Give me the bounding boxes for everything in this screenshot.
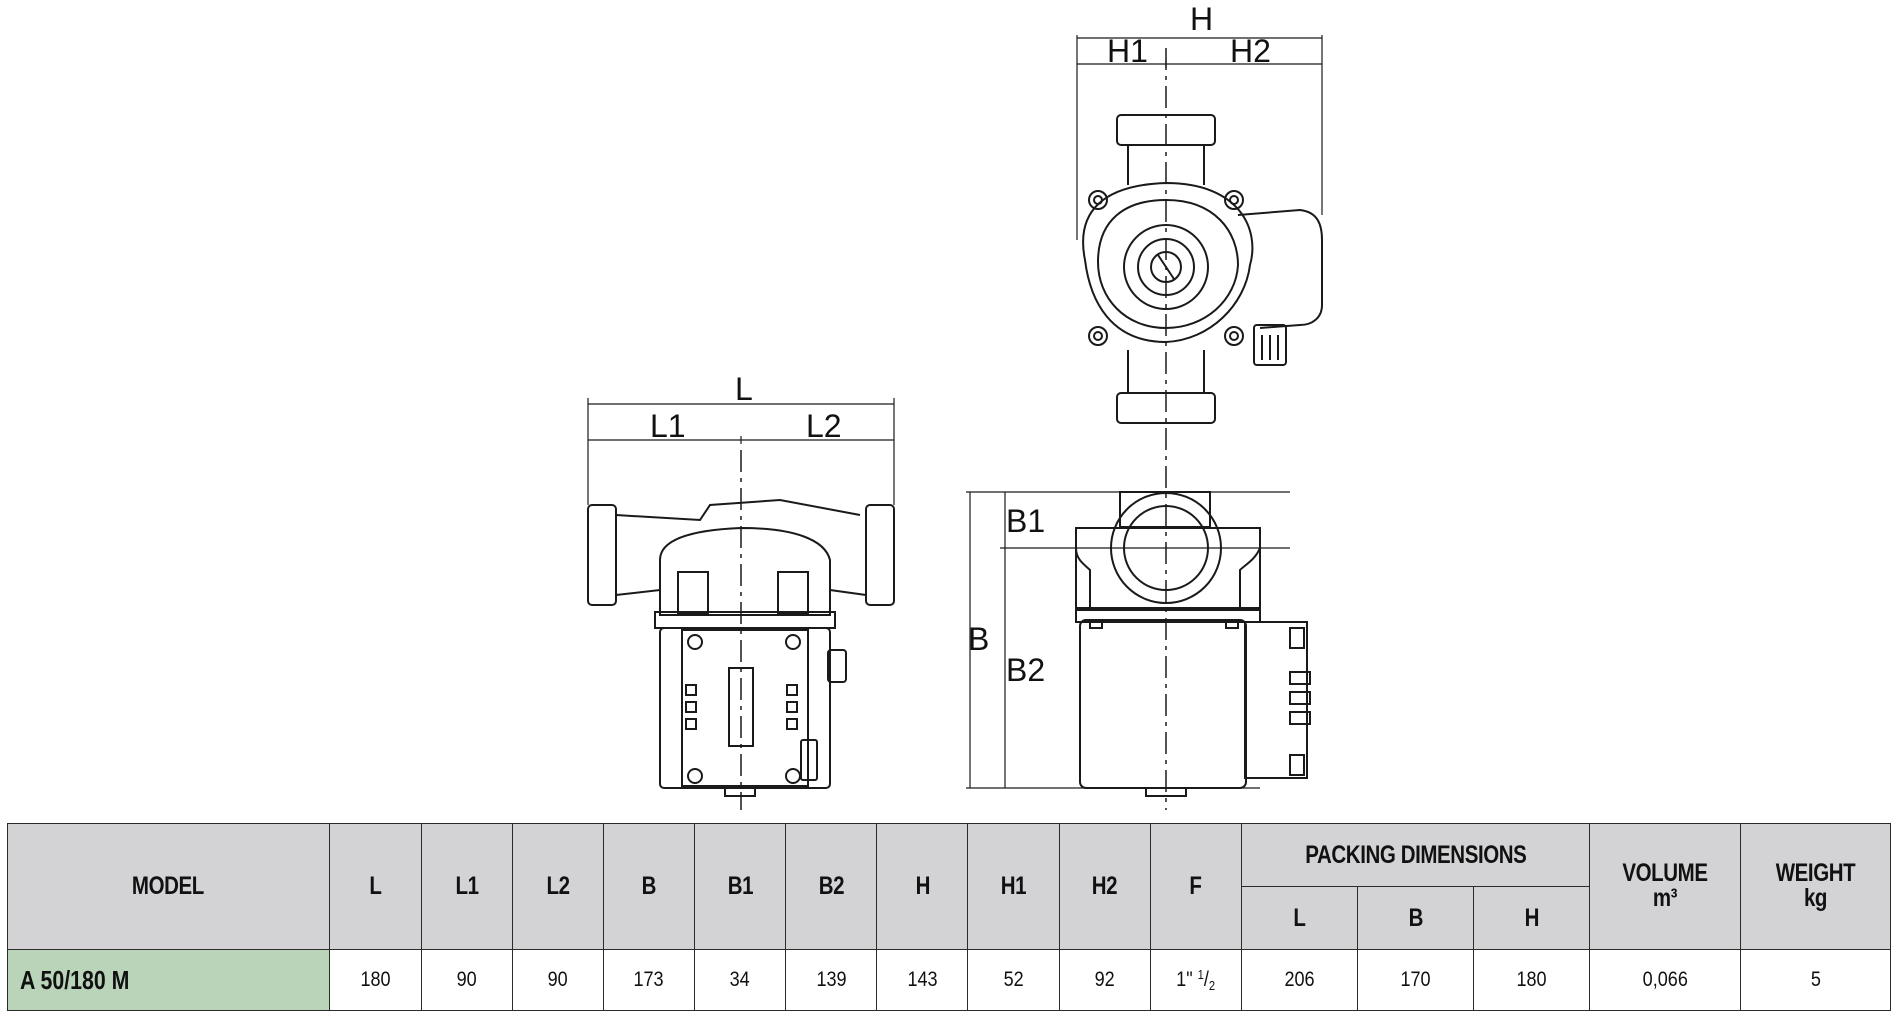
cell-F-numerator: 1 [1197,967,1205,982]
table-row: A 50/180 M 180 90 90 173 34 139 143 52 9… [7,949,1892,1011]
cell-L1: 90 [420,949,513,1011]
cell-B2: 139 [785,949,878,1011]
cell-F-whole: 1" [1176,968,1193,991]
header-H1: H1 [967,823,1060,950]
header-packing-dimensions: PACKING DIMENSIONS [1240,823,1591,887]
cell-pack-B: 170 [1357,949,1475,1011]
header-weight-unit: kg [1803,883,1828,912]
dim-label-B2: B2 [1006,652,1045,688]
cell-pack-H: 180 [1473,949,1591,1011]
dim-label-B: B [968,621,989,657]
cell-H2: 92 [1058,949,1151,1011]
header-weight-label: WEIGHT [1775,858,1856,887]
header-volume-unit: m³ [1652,883,1678,912]
header-L: L [328,823,422,950]
side-view [587,398,895,810]
header-H2: H2 [1058,823,1151,950]
top-view [1076,35,1323,810]
dim-label-H: H [1190,1,1213,37]
header-B1: B1 [694,823,787,950]
cell-F-denominator: 2 [1209,978,1216,993]
cell-B1: 34 [694,949,787,1011]
header-F: F [1149,823,1242,950]
pump-technical-drawing: H H1 H2 L L1 L2 B B1 B2 [587,1,1323,810]
dim-label-H2: H2 [1230,33,1271,69]
cell-H: 143 [876,949,969,1011]
header-pack-H: H [1473,886,1591,950]
cell-volume: 0,066 [1589,949,1741,1011]
dim-label-L: L [735,371,753,407]
dim-label-L1: L1 [650,408,686,444]
header-B2: B2 [785,823,878,950]
dim-label-L2: L2 [806,408,842,444]
cell-model: A 50/180 M [7,949,330,1011]
cell-weight: 5 [1739,949,1892,1011]
cell-B: 173 [602,949,696,1011]
header-pack-B: B [1357,886,1475,950]
cell-L: 180 [328,949,422,1011]
dim-label-H1: H1 [1107,33,1148,69]
front-view [966,491,1311,797]
header-pack-L: L [1240,886,1359,950]
header-L1: L1 [420,823,513,950]
header-model: MODEL [7,823,330,950]
header-weight: WEIGHT kg [1739,823,1892,950]
header-H: H [876,823,969,950]
cell-pack-L: 206 [1240,949,1359,1011]
header-B: B [602,823,696,950]
dimensions-table: MODEL L L1 L2 B B1 B2 H H1 H2 F PACKING … [7,823,1892,1011]
cell-L2: 90 [511,949,604,1011]
header-volume: VOLUME m³ [1589,823,1741,950]
cell-F: 1" 1/2 [1149,949,1242,1011]
header-volume-label: VOLUME [1622,858,1708,887]
header-L2: L2 [511,823,604,950]
dim-label-B1: B1 [1006,503,1045,539]
cell-H1: 52 [967,949,1060,1011]
